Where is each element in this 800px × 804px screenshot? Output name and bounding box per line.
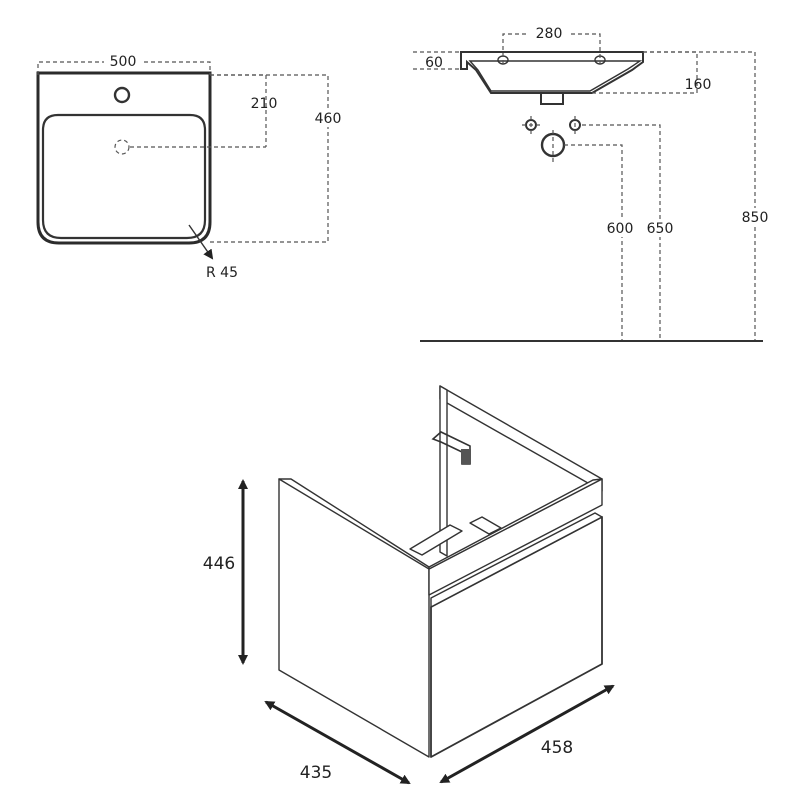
basin-outline [36, 71, 212, 245]
cabinet-height-446-label: 446 [203, 554, 235, 574]
height-600-label: 600 [607, 221, 634, 237]
bracket-block [461, 449, 471, 464]
cabinet-width-458-label: 458 [541, 738, 573, 758]
drain-hole [114, 139, 130, 155]
drain-outlet [540, 92, 564, 105]
height-650-dim-line [582, 124, 661, 341]
depth-dim-line [210, 74, 329, 243]
tap-spacing-280-label: 280 [536, 26, 563, 42]
h600-650-label-bg [604, 219, 678, 237]
cabinet-depth-arrow [264, 700, 411, 785]
bowl-dim-line [592, 51, 698, 94]
height-850-dim-line [643, 51, 756, 341]
depth-460-label: 460 [315, 111, 342, 127]
cabinet-width-arrow [439, 684, 615, 784]
cabinet-right-top [428, 478, 603, 570]
basin-inner-profile [468, 60, 643, 92]
depth-label-bg [312, 109, 346, 127]
radius-r45-label: R 45 [206, 265, 238, 281]
tap-spacing-label-bg [528, 24, 570, 42]
cabinet-back-panel [439, 385, 603, 492]
radius-leader [188, 224, 214, 260]
cabinet-rail-right [469, 516, 502, 535]
height-650-label: 650 [647, 221, 674, 237]
tap-offset-210-label: 210 [251, 96, 278, 112]
width-label-bg [104, 52, 142, 70]
basin-top-view: 500 210 460 R 45 [36, 52, 346, 281]
basin-side-view: 280 60 160 850 600 650 [413, 24, 774, 342]
width-500-label: 500 [110, 54, 137, 70]
h850-label-bg [736, 208, 774, 226]
drawer-handle-groove [430, 512, 603, 608]
cabinet-rail-left [409, 524, 463, 556]
basin-side-profile [460, 51, 644, 94]
rim-60-label: 60 [425, 55, 443, 71]
basin-bowl [41, 113, 207, 240]
cabinet-isometric: 446 435 458 [203, 385, 615, 785]
height-850-label: 850 [742, 210, 769, 226]
cabinet-side-panel [278, 478, 430, 758]
height-600-dim-line [564, 144, 623, 341]
cabinet-depth-435-label: 435 [300, 763, 332, 783]
tap-hole [113, 86, 131, 104]
bowl-160-label: 160 [685, 77, 712, 93]
cabinet-back-panel-face [439, 385, 448, 557]
